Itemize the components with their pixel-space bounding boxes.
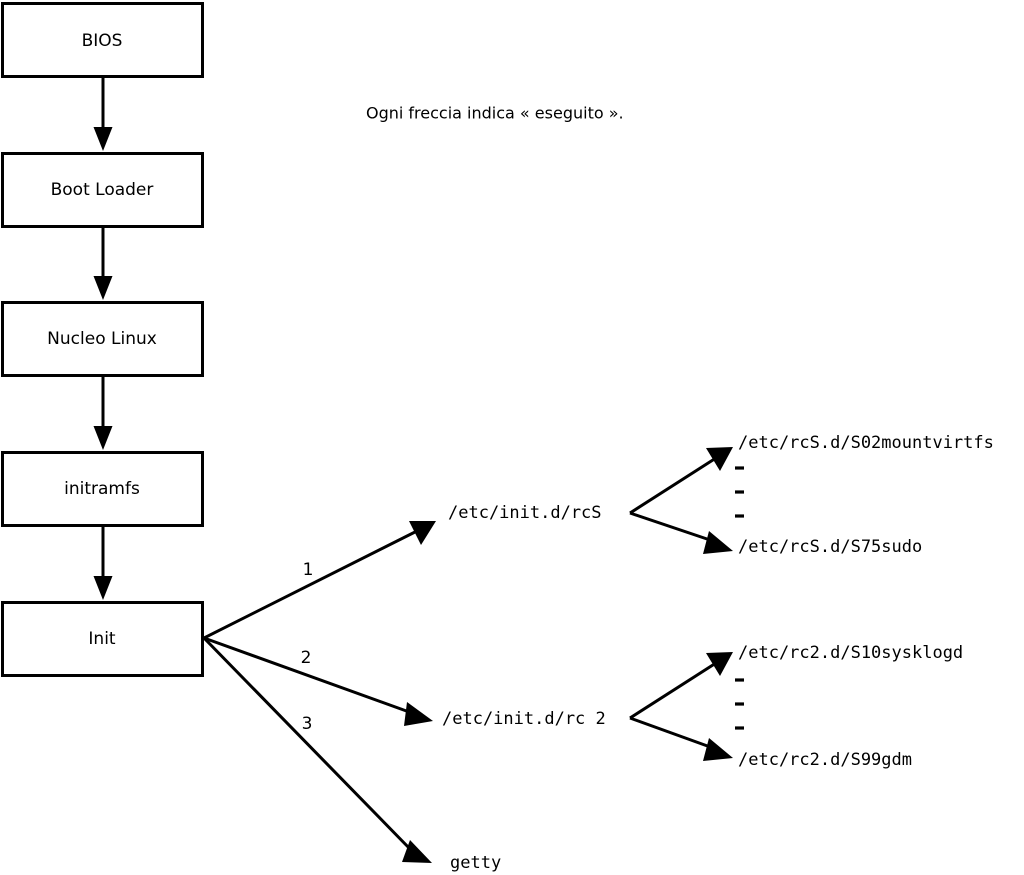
- branch-number-1: 1: [303, 560, 314, 580]
- node-bios[interactable]: BIOS: [1, 2, 204, 78]
- node-bios-box: [1, 2, 204, 78]
- diagram-caption: Ogni freccia indica « eseguito ».: [366, 104, 624, 123]
- label-init-rc2[interactable]: /etc/init.d/rc 2: [442, 709, 606, 729]
- label-init-rcs[interactable]: /etc/init.d/rcS: [448, 503, 602, 523]
- node-kernel[interactable]: Nucleo Linux: [1, 301, 204, 377]
- arrow-rc2-to-first-script: [629, 652, 733, 720]
- arrow-bios-to-bootloader: [93, 77, 113, 151]
- arrow-init-branch-2: [203, 636, 433, 726]
- node-initramfs-label: initramfs: [64, 479, 140, 499]
- node-init-box: [1, 601, 204, 677]
- label-getty[interactable]: getty: [450, 853, 501, 873]
- label-rcs-first-script[interactable]: /etc/rcS.d/S02mountvirtfs: [738, 433, 994, 453]
- node-bootloader-label: Boot Loader: [51, 180, 154, 200]
- node-initramfs-box: [1, 451, 204, 527]
- node-init-label: Init: [88, 629, 116, 649]
- arrow-init-branch-3: [202, 636, 432, 863]
- arrow-rc2-to-last-script: [629, 716, 733, 761]
- branch-number-3: 3: [302, 714, 313, 734]
- node-bootloader[interactable]: Boot Loader: [1, 152, 204, 228]
- node-initramfs[interactable]: initramfs: [1, 451, 204, 527]
- node-kernel-label: Nucleo Linux: [47, 329, 157, 349]
- arrow-initramfs-to-init: [93, 526, 113, 600]
- arrow-kernel-to-initramfs: [93, 376, 113, 450]
- node-kernel-box: [1, 301, 204, 377]
- rc2-ellipsis: [735, 678, 744, 730]
- arrow-rcs-to-first-script: [629, 447, 733, 515]
- arrow-rcs-to-last-script: [629, 511, 733, 554]
- arrow-bootloader-to-kernel: [93, 227, 113, 300]
- arrow-init-branch-1: [203, 521, 436, 640]
- label-rc2-first-script[interactable]: /etc/rc2.d/S10sysklogd: [738, 643, 963, 663]
- node-init[interactable]: Init: [1, 601, 204, 677]
- node-bootloader-box: [1, 152, 204, 228]
- node-bios-label: BIOS: [82, 31, 123, 51]
- branch-number-2: 2: [301, 648, 312, 668]
- label-rcs-last-script[interactable]: /etc/rcS.d/S75sudo: [738, 537, 922, 557]
- rcs-ellipsis: [735, 466, 744, 518]
- label-rc2-last-script[interactable]: /etc/rc2.d/S99gdm: [738, 750, 912, 770]
